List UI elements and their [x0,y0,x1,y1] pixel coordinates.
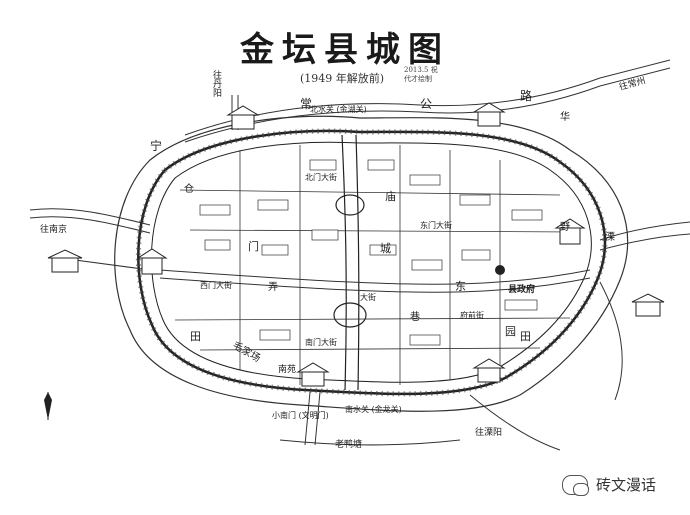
southeast-gate-tower [472,358,506,383]
central-canal [341,134,347,391]
label-lane-char: 弄 [268,281,278,293]
label-east-char: 东 [455,280,466,293]
west-gate-tower [136,248,168,275]
south-road [279,439,461,446]
southeast-road [469,394,561,451]
street-label-3: 南门大街 [305,337,337,347]
east-gate-tower [554,218,586,245]
label-highway-char-3: 路 [520,88,532,103]
west-road [29,208,151,226]
east-outer-building [631,293,665,317]
label-old-duck-pond: 老鸭塘 [335,438,362,450]
map-credit: 2013.5 祝代才绘制 [404,66,438,83]
northeast-gate-tower [472,102,506,127]
label-north-water-gate: 北水关 (金湖关) [310,104,367,114]
label-alley-char: 巷 [410,311,420,323]
label-highway-char-0: 宁 [150,138,162,153]
north-gate-tower [226,105,260,130]
watermark-text: 砖文漫话 [596,476,657,494]
label-highway-char-2: 公 [420,97,432,111]
city-wall-inner [151,141,592,383]
street-north [179,189,561,196]
outer-moat [114,115,629,412]
label-to-liyang: 往溧阳 [475,426,502,438]
label-li-char: 溧 [605,230,615,243]
city-wall-outer [137,129,607,396]
street-label-0: 西门大街 [200,280,232,290]
building-blocks [199,159,543,346]
label-field-char-2: 田 [520,330,531,343]
watermark: 砖文漫话 [562,474,657,496]
street-label-2: 北门大街 [305,172,337,182]
label-wild-char: 野 [560,221,570,233]
label-nanyuan: 南苑 [278,363,296,375]
label-field-char: 田 [190,330,201,343]
label-to-changzhou: 往常州 [618,74,647,93]
label-granary-char: 仓 [184,182,194,195]
map-subtitle: (1949 年解放前) [300,72,385,85]
east-river [599,221,690,241]
label-hua-char: 华 [560,110,570,123]
label-gate-char: 门 [248,239,259,253]
label-small-south-gate: 小南门 (文明门) [272,410,329,420]
central-pond [333,302,367,328]
south-gate-tower [296,362,330,387]
wall-crenellation [135,128,608,397]
label-to-danyang: 往丹阳 [211,69,222,97]
street-label-1: 东门大街 [420,220,452,230]
label-to-nanjing: 往南京 [40,223,67,235]
street-label-5: 大街 [360,292,376,302]
north-arrow-icon [44,392,52,420]
west-outer-building [47,249,83,273]
label-south-water-gate: 南水关 (金龙关) [345,404,402,414]
label-garden-char: 园 [505,325,516,338]
label-county-government: 县政府 [508,283,535,295]
east-highway [599,59,671,79]
label-city-char: 城 [380,242,391,255]
county-government-marker [495,265,505,275]
label-maojiachang: 毛家场 [231,338,263,364]
street-label-4: 府前街 [460,310,484,320]
chat-bubble-icon [562,474,589,496]
street-west-east [159,269,591,285]
label-highway-char-1: 常 [300,97,312,111]
map-title: 金坛县城图 [240,30,450,70]
label-small-river-char: 庙 [385,189,396,203]
